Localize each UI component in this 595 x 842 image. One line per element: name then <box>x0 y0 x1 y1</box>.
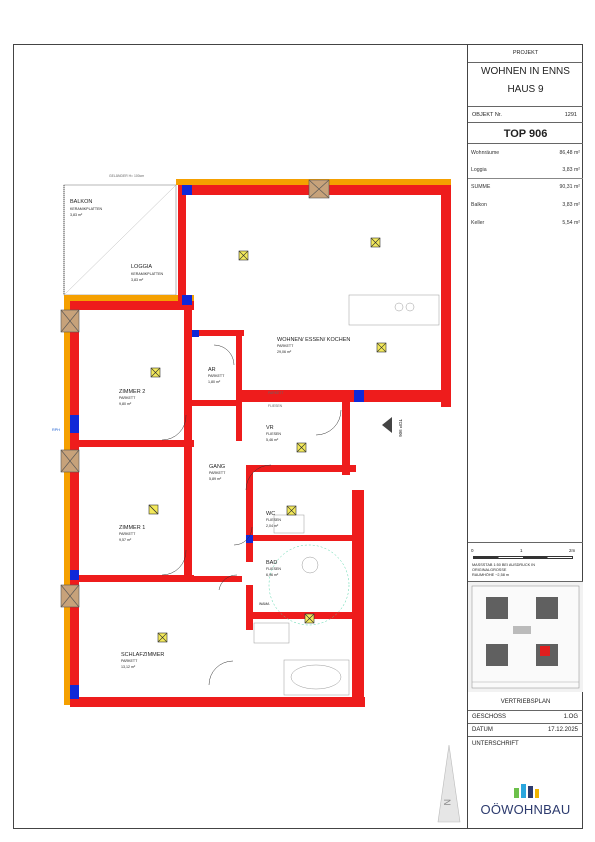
site-plan-graphic <box>471 585 580 689</box>
room-area-zimmer1: 9,57 m² <box>119 538 132 542</box>
rph-label: RPH <box>52 428 60 432</box>
floor-plan: BALKON KERAMIKPLATTEN 3,83 m² LOGGIA KER… <box>52 174 461 823</box>
room-floor-bad: FLIESEN <box>266 567 281 571</box>
scale-tick-2: 2m <box>569 548 576 553</box>
room-area-gang: 5,89 m² <box>209 477 222 481</box>
room-floor-zimmer2: PARKETT <box>119 396 136 400</box>
walls <box>70 185 451 707</box>
project-name-line1: WOHNEN IN ENNS <box>481 66 570 77</box>
room-floor-wohnen: PARKETT <box>277 344 294 348</box>
datum-row: DATUM 17.12.2025 <box>468 724 583 737</box>
room-area-wohnen: 29,06 m² <box>277 350 292 354</box>
parkett-label: PARKETT <box>268 391 283 395</box>
datum-label: DATUM <box>472 727 493 733</box>
room-area-vr: 5,46 m² <box>266 438 279 442</box>
room-area-loggia: 3,83 m² <box>131 278 144 282</box>
site-plan <box>468 582 583 692</box>
room-name-ar: AR <box>208 367 216 373</box>
scale-block: 0 1 2m MASSSTAB 1:50 BEI AUSDRUCK IN ORI… <box>468 542 583 582</box>
unterschrift-row: UNTERSCHRIFT <box>468 738 583 778</box>
door-swings <box>161 344 342 686</box>
logo-icon <box>513 784 539 798</box>
project-label: PROJEKT <box>468 44 583 63</box>
objekt-value: 1291 <box>564 112 577 118</box>
room-name-wc: WC <box>266 511 275 517</box>
room-area-bad: 6,96 m² <box>266 573 279 577</box>
room-area-balkon: 3,83 m² <box>70 213 83 217</box>
room-name-bad: BAD <box>266 560 277 566</box>
room-floor-wc: FLIESEN <box>266 518 281 522</box>
room-name-vr: VR <box>266 425 274 431</box>
datum-value: 17.12.2025 <box>547 727 578 733</box>
scale-tick-1: 1 <box>520 548 523 553</box>
sum-divider <box>468 178 583 179</box>
fliesen-label: FLIESEN <box>268 404 283 408</box>
room-name-zimmer2: ZIMMER 2 <box>119 389 145 395</box>
plan-sheet: BALKON KERAMIKPLATTEN 3,83 m² LOGGIA KER… <box>13 44 583 829</box>
room-name-zimmer1: ZIMMER 1 <box>119 525 145 531</box>
project-name-line2: HAUS 9 <box>468 78 583 107</box>
room-area-wc: 2,04 m² <box>266 524 279 528</box>
room-name-balkon: BALKON <box>70 199 92 205</box>
scale-bar <box>473 556 573 559</box>
vertriebsplan-label: VERTRIEBSPLAN <box>468 694 583 711</box>
room-area-ar: 1,80 m² <box>208 380 221 384</box>
geschoss-row: GESCHOSS 1.OG <box>468 711 583 724</box>
north-arrow-icon: N <box>437 744 461 823</box>
room-floor-ar: PARKETT <box>208 374 225 378</box>
title-block: PROJEKT WOHNEN IN ENNS HAUS 9 OBJEKT Nr.… <box>467 44 583 829</box>
columns <box>70 185 364 699</box>
geschoss-value: 1.OG <box>563 714 578 720</box>
room-name-schlafzimmer: SCHLAFZIMMER <box>121 652 164 658</box>
room-floor-schlafzimmer: PARKETT <box>121 659 138 663</box>
top-entry-label: TOP 906 <box>398 419 403 437</box>
room-name-wohnen: WOHNEN/ ESSEN/ KOCHEN <box>277 337 350 343</box>
svg-text:N: N <box>442 799 452 806</box>
room-name-loggia: LOGGIA <box>131 264 152 270</box>
wama-label: WAMA <box>259 602 270 606</box>
fixtures <box>253 294 440 696</box>
objekt-row: OBJEKT Nr. 1291 <box>468 107 583 123</box>
logo-text: OÖWOHNBAU <box>480 802 571 817</box>
logo-block: OÖWOHNBAU <box>468 782 583 827</box>
room-floor-vr: FLIESEN <box>266 432 281 436</box>
room-floor-loggia: KERAMIKPLATTEN <box>131 272 163 276</box>
room-area-zimmer2: 9,80 m² <box>119 402 132 406</box>
scale-note: MASSSTAB 1:50 BEI AUSDRUCK IN ORIGINALGR… <box>472 563 536 577</box>
room-floor-balkon: KERAMIKPLATTEN <box>70 207 102 211</box>
objekt-label: OBJEKT Nr. <box>472 112 502 118</box>
room-area-schlafzimmer: 13,12 m² <box>121 665 136 669</box>
room-floor-gang: PARKETT <box>209 471 226 475</box>
unterschrift-label: UNTERSCHRIFT <box>472 741 519 747</box>
room-name-gang: GANG <box>209 464 225 470</box>
scale-tick-0: 0 <box>471 548 474 553</box>
light-symbols <box>148 237 387 643</box>
windows <box>60 179 330 608</box>
entry-arrow-icon <box>382 417 392 433</box>
gelaender-label: GELÄNDER H= 100cm <box>109 174 144 178</box>
top-title: TOP 906 <box>468 124 583 144</box>
room-floor-zimmer1: PARKETT <box>119 532 136 536</box>
geschoss-label: GESCHOSS <box>472 714 507 720</box>
